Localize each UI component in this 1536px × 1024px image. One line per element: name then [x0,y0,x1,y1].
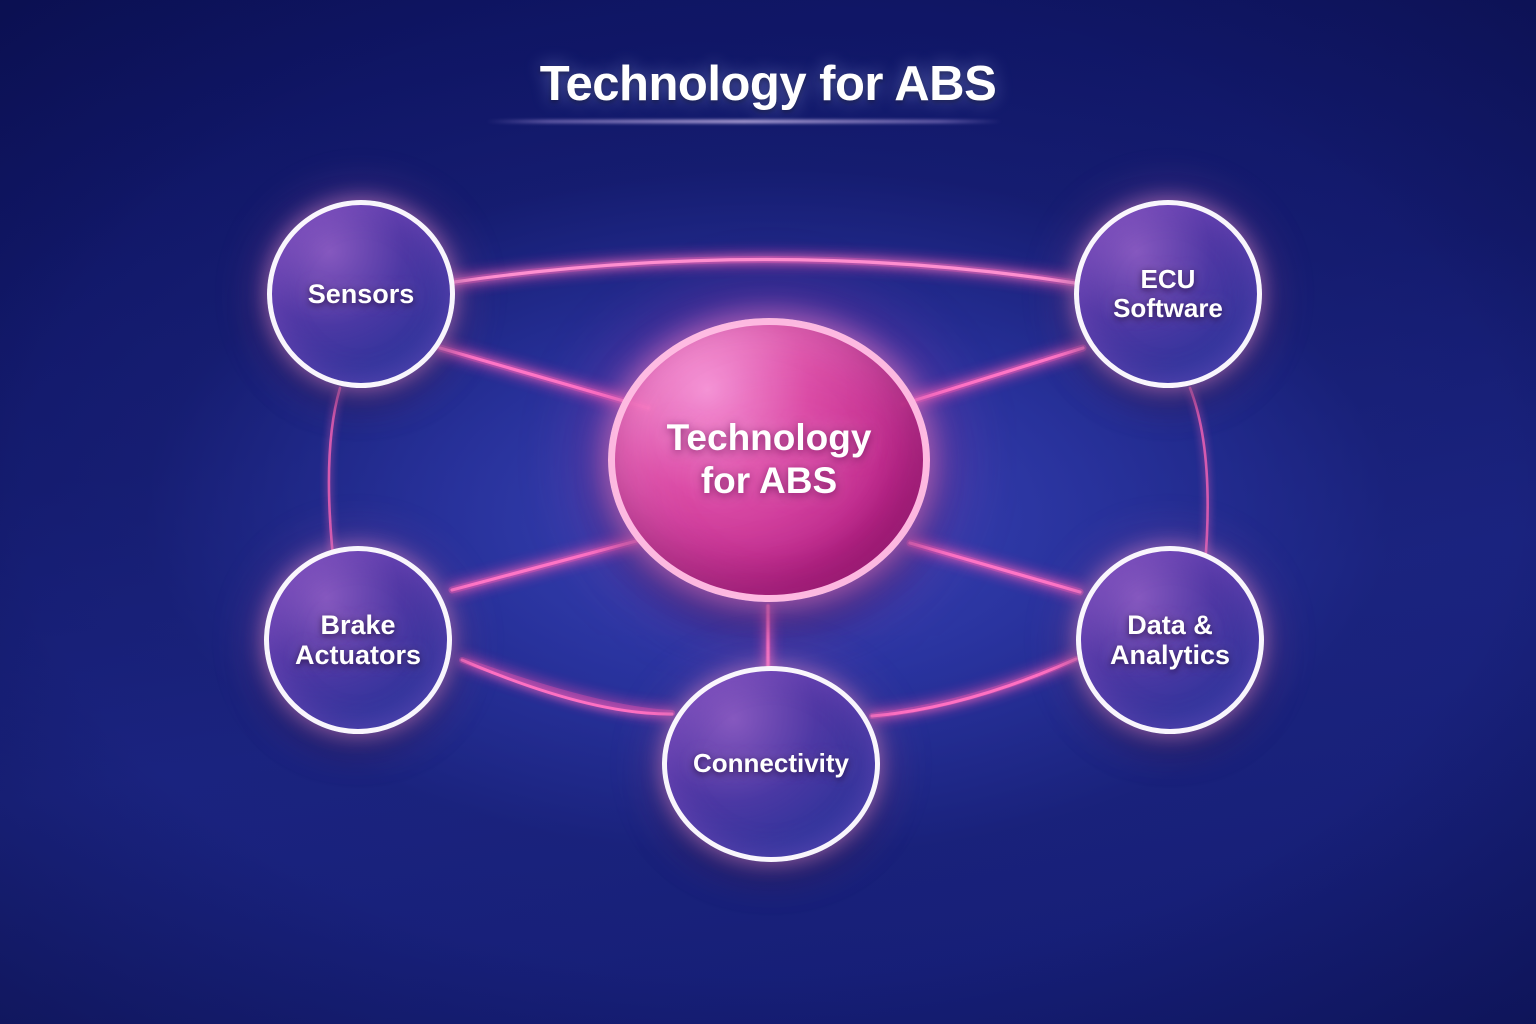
link-connectivity-data [870,657,1078,718]
node-connectivity-label: Connectivity [692,748,850,779]
node-connectivity[interactable]: Connectivity [662,666,880,862]
node-ecu-software-label: ECU Software [1113,263,1223,323]
link-sensors-ecu [445,257,1077,285]
page-title: Technology for ABS [539,57,997,111]
hub-node[interactable]: Technology for ABS [608,318,930,602]
node-sensors-label: Sensors [307,278,415,309]
hub-label: Technology for ABS [666,417,872,501]
title-underline-glow [486,120,1002,123]
link-ecu-hub [901,346,1085,406]
link-data-hub [908,541,1082,594]
title-block: Technology for ABS [0,56,1536,112]
node-ecu-software[interactable]: ECU Software [1074,200,1262,388]
node-brake-actuators-label: Brake Actuators [294,609,422,670]
link-brake-hub [450,538,642,592]
node-sensors[interactable]: Sensors [267,200,455,388]
node-data-analytics-label: Data & Analytics [1109,609,1231,670]
node-brake-actuators[interactable]: Brake Actuators [264,546,452,734]
node-data-analytics[interactable]: Data & Analytics [1076,546,1264,734]
link-sensors-hub [438,346,650,410]
